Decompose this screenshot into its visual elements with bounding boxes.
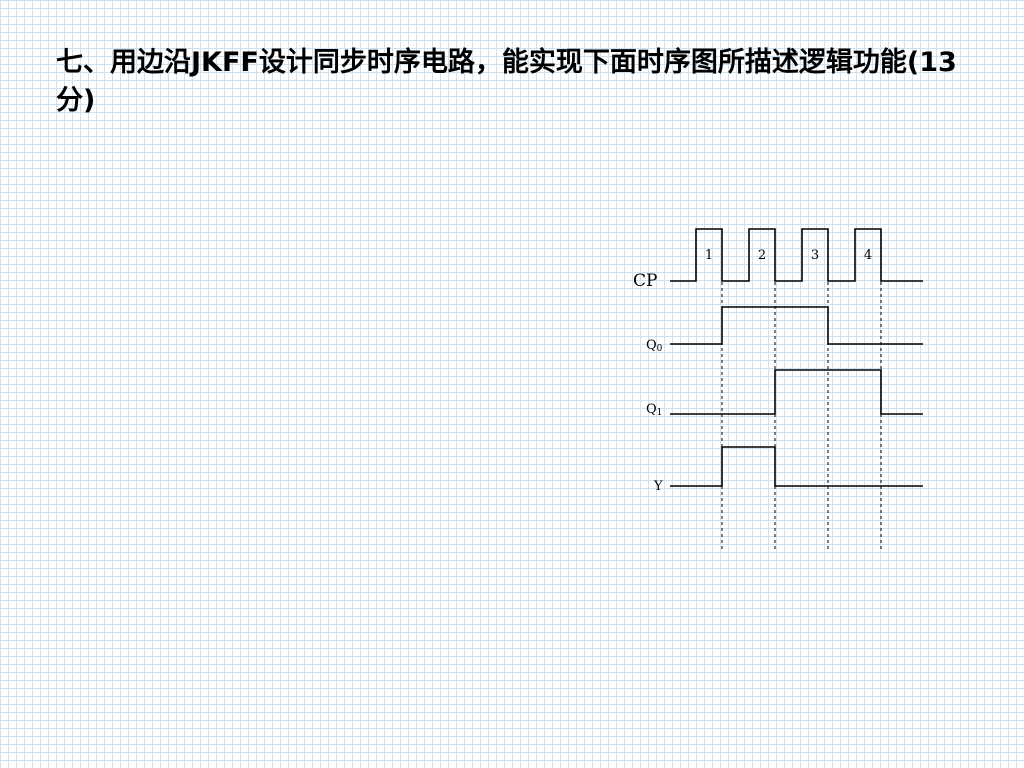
q1-label-main: Q — [646, 402, 657, 417]
pulse-number-4: 4 — [864, 248, 872, 263]
q1-label: Q1 — [646, 402, 662, 418]
pulse-number-1: 1 — [705, 248, 713, 263]
cp-waveform — [670, 228, 923, 282]
y-waveform — [670, 446, 923, 487]
pulse-number-3: 3 — [811, 248, 819, 263]
q0-label-subscript: 0 — [657, 344, 663, 354]
y-label: Y — [653, 479, 663, 494]
pulse-number-2: 2 — [758, 248, 766, 263]
question-title: 七、用边沿JKFF设计同步时序电路，能实现下面时序图所描述逻辑功能(13分) — [56, 47, 957, 116]
q1-waveform — [670, 369, 923, 415]
q0-label-main: Q — [646, 338, 657, 353]
q0-waveform — [670, 306, 923, 345]
cp-label: CP — [633, 271, 657, 291]
q1-label-subscript: 1 — [657, 408, 663, 418]
q0-label: Q0 — [646, 338, 663, 354]
